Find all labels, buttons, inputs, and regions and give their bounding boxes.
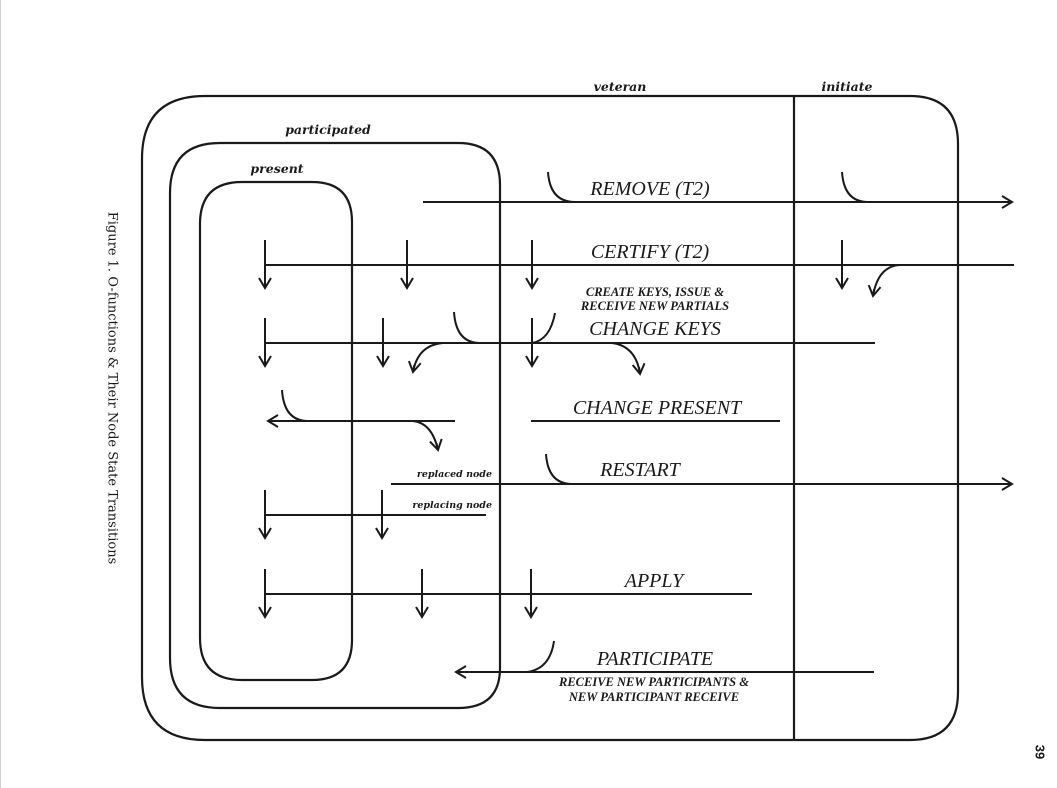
page-number: 39 <box>1032 744 1048 760</box>
change-present-label: CHANGE PRESENT <box>573 397 743 419</box>
state-label-participated: participated <box>285 122 371 137</box>
figure-caption: Figure 1. O-functions & Their Node State… <box>104 211 120 565</box>
participate-label: PARTICIPATE <box>596 648 713 670</box>
function-apply: APPLY <box>258 569 752 619</box>
restart-label: RESTART <box>599 459 682 481</box>
state-label-present: present <box>250 161 303 176</box>
function-change-present: CHANGE PRESENT <box>266 389 780 452</box>
remove-source-curve-initiate <box>841 171 869 203</box>
change-present-source-curve <box>281 389 309 422</box>
remove-label: REMOVE (T2) <box>589 178 710 200</box>
change-keys-label: CHANGE KEYS <box>589 318 721 340</box>
remove-source-curve-veteran <box>547 171 576 203</box>
apply-label: APPLY <box>623 570 685 592</box>
change-keys-note-line1: CREATE KEYS, ISSUE & <box>586 285 725 299</box>
function-participate: PARTICIPATE RECEIVE NEW PARTICIPANTS & N… <box>454 640 874 704</box>
change-present-curve-arrow-participated <box>412 420 443 452</box>
restart-source-curve <box>545 453 573 485</box>
participate-source-curve <box>526 640 555 673</box>
replaced-node-label: replaced node <box>417 469 492 480</box>
replacing-node-label: replacing node <box>412 500 492 511</box>
present-region-frame <box>198 180 354 682</box>
state-label-veteran: veteran <box>594 79 647 94</box>
participated-region-frame <box>168 141 502 710</box>
function-restart: replaced node RESTART replacing node <box>258 453 1014 540</box>
change-keys-curve-arrow-participated <box>407 342 444 374</box>
outer-region-frame <box>140 94 960 742</box>
change-keys-curve-arrow-veteran <box>611 342 646 376</box>
certify-label: CERTIFY (T2) <box>591 241 710 263</box>
participate-note-line1: RECEIVE NEW PARTICIPANTS & <box>558 675 749 689</box>
participate-note-line2: NEW PARTICIPANT RECEIVE <box>568 690 739 704</box>
state-label-initiate: initiate <box>822 79 873 94</box>
function-change-keys: CREATE KEYS, ISSUE & RECEIVE NEW PARTIAL… <box>258 285 875 376</box>
certify-curve-arrow-initiate <box>867 264 901 298</box>
page-left-edge <box>0 0 1 788</box>
change-keys-source-curve-veteran <box>531 312 556 344</box>
change-keys-source-curve-participated <box>453 311 481 344</box>
function-certify: CERTIFY (T2) <box>258 240 1014 298</box>
change-keys-note-line2: RECEIVE NEW PARTIALS <box>580 299 729 313</box>
function-remove: REMOVE (T2) <box>423 171 1014 209</box>
